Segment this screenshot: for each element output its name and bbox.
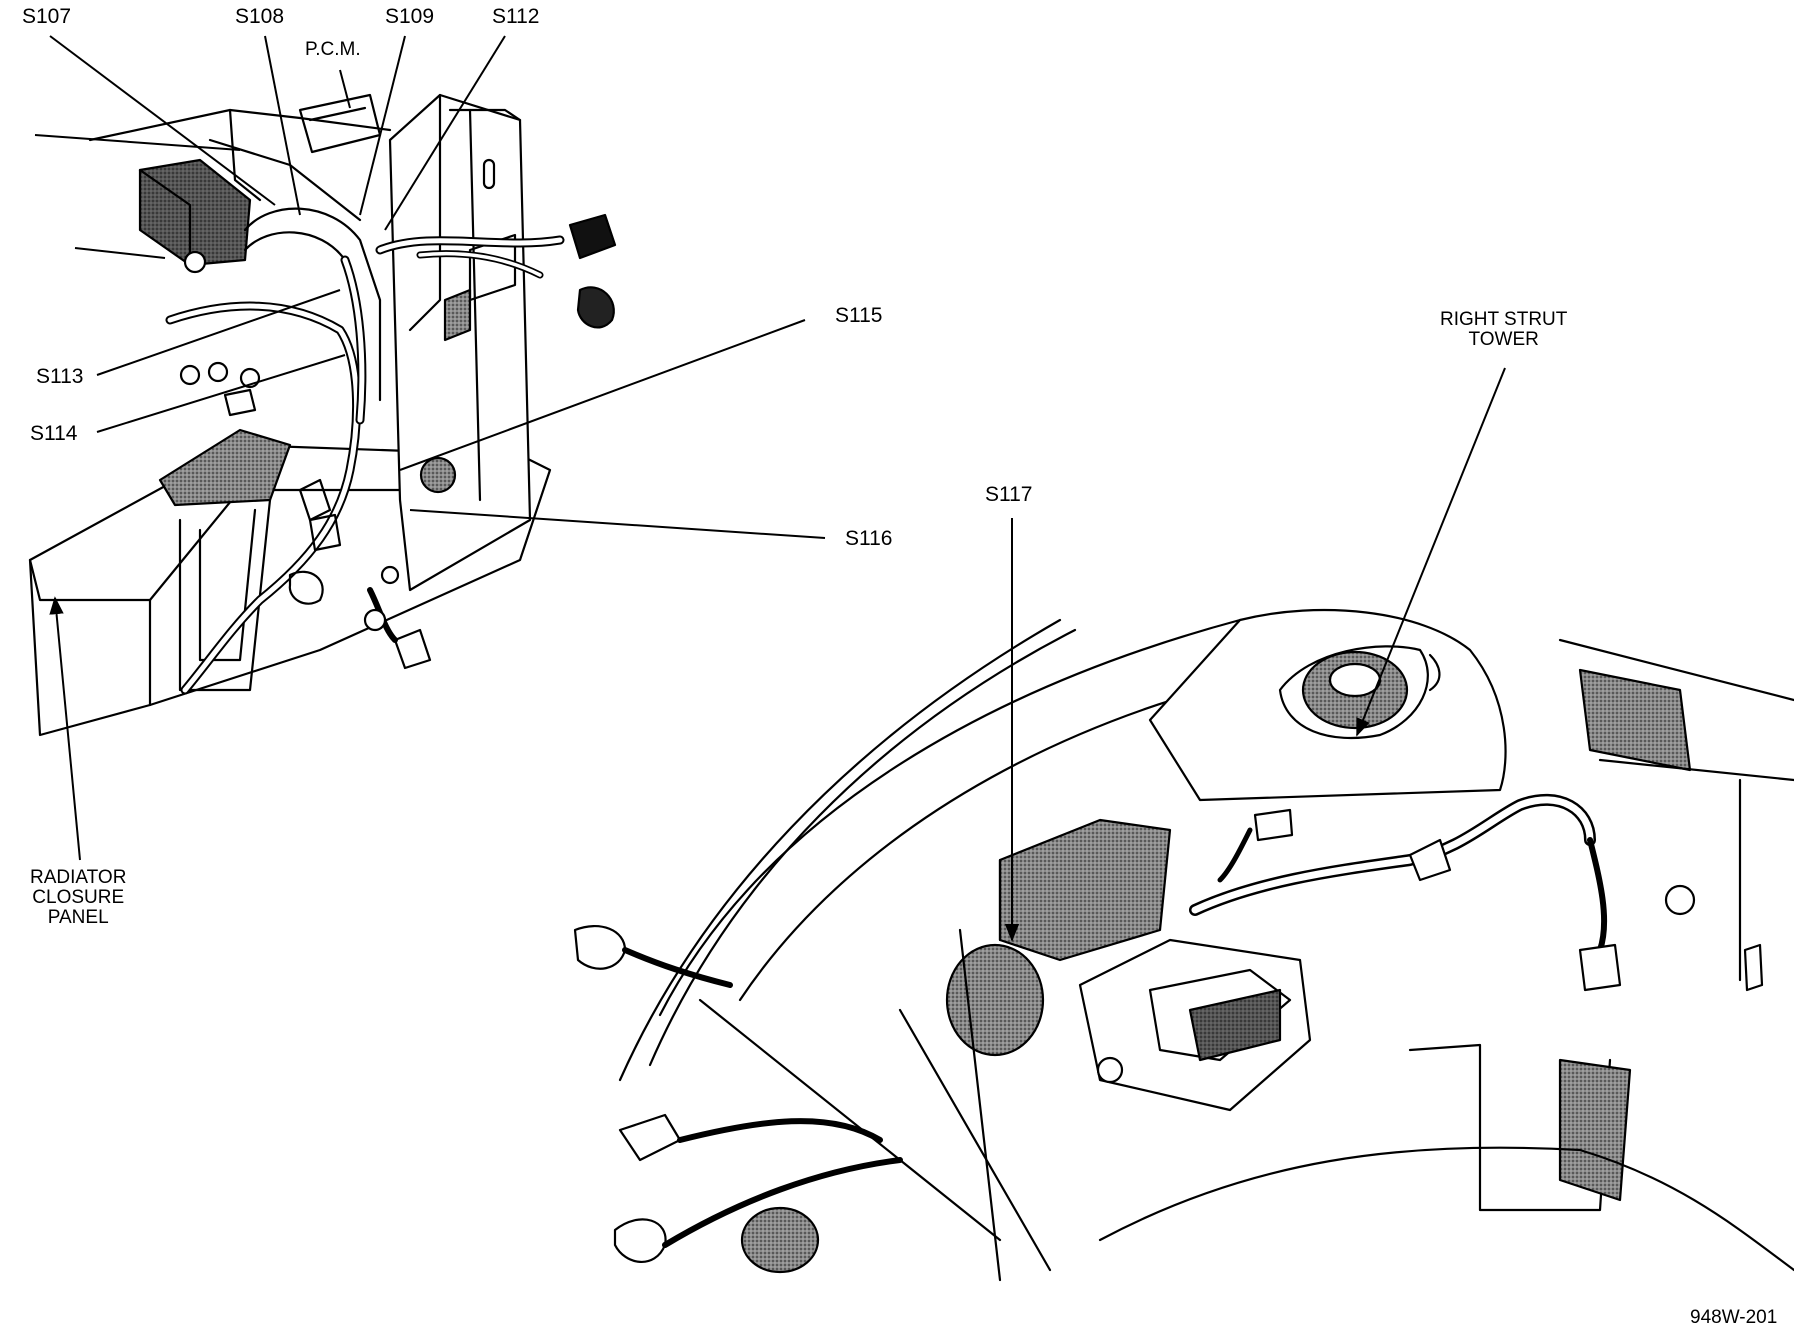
label-s113: S113: [36, 365, 84, 388]
label-pcm: P.C.M.: [305, 39, 361, 60]
leader-s113: [96, 289, 341, 376]
leader-s116: [409, 509, 826, 539]
label-right-strut-tower: RIGHT STRUT TOWER: [1440, 310, 1567, 350]
leader-lines: [34, 35, 1506, 942]
label-strut-line2: TOWER: [1468, 328, 1539, 350]
label-s116: S116: [845, 527, 893, 550]
right-engine-view: [573, 608, 1794, 1282]
label-radiator-line3: PANEL: [47, 906, 109, 928]
leader-s115: [399, 319, 806, 471]
leader-s112: [384, 35, 506, 231]
label-s115: S115: [835, 304, 883, 327]
label-s112: S112: [492, 5, 540, 28]
leader-s108: [264, 35, 301, 216]
leader-left-2: [74, 247, 166, 259]
label-s108: S108: [235, 5, 285, 28]
leader-strut: [1356, 367, 1506, 737]
label-strut-line1: RIGHT STRUT: [1440, 309, 1568, 330]
label-s107: S107: [22, 5, 72, 28]
label-radiator-line2: CLOSURE: [32, 886, 125, 908]
left-engine-view: [28, 93, 617, 737]
label-s114: S114: [30, 422, 78, 445]
leader-s107: [49, 35, 276, 206]
label-s117: S117: [985, 483, 1033, 506]
leader-pcm: [339, 69, 351, 109]
leader-radiator: [49, 596, 81, 861]
leader-s109: [359, 35, 406, 216]
label-s109: S109: [385, 5, 435, 28]
figure-code: 948W-201: [1690, 1307, 1778, 1328]
label-radiator-line1: RADIATOR: [30, 867, 127, 888]
leader-s114: [96, 354, 346, 433]
leader-left-1: [34, 134, 241, 151]
label-radiator-closure-panel: RADIATOR CLOSURE PANEL: [30, 868, 126, 928]
